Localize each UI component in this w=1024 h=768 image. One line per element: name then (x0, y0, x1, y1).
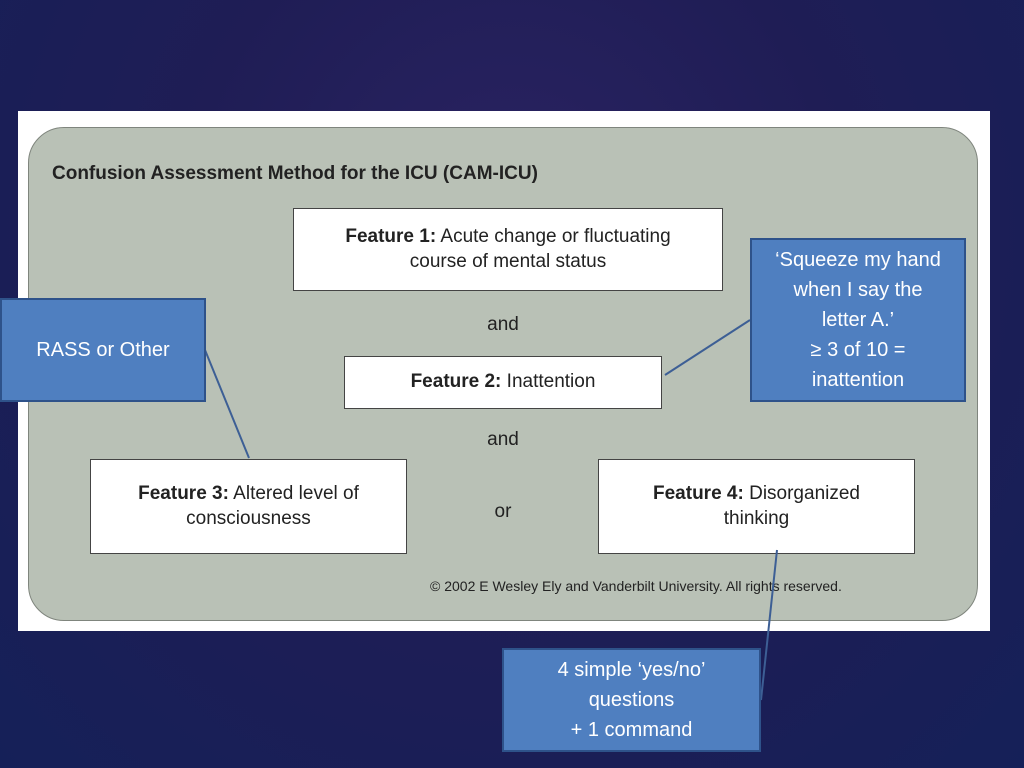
squeeze-line-1: ‘Squeeze my hand (775, 249, 941, 271)
squeeze-line-3: letter A.’ (821, 309, 895, 331)
feature-4-box: Feature 4: Disorganized thinking (598, 459, 915, 554)
connector-and-1: and (487, 314, 519, 335)
figure-title: Confusion Assessment Method for the ICU … (52, 163, 538, 184)
feature-2-box: Feature 2: Inattention (344, 356, 662, 409)
rass-callout-text: RASS or Other (36, 339, 170, 361)
feature-3-label: Feature 3: (138, 482, 229, 504)
squeeze-callout: ‘Squeeze my hand when I say the letter A… (750, 238, 966, 402)
feature-1-box: Feature 1: Acute change or fluctuating c… (293, 208, 723, 291)
questions-connector-line (760, 549, 778, 701)
feature-3-box: Feature 3: Altered level of consciousnes… (90, 459, 407, 554)
questions-line-3: + 1 command (570, 719, 693, 741)
feature-3-text-line1: Altered level of (233, 482, 359, 504)
squeeze-connector-line (664, 319, 751, 376)
feature-1-label: Feature 1: (345, 225, 437, 247)
questions-callout: 4 simple ‘yes/no’ questions + 1 command (502, 648, 761, 752)
questions-line-2: questions (588, 689, 675, 711)
feature-4-label: Feature 4: (653, 482, 744, 504)
feature-1-text-line1: Acute change or fluctuating (440, 225, 671, 247)
connector-and-2: and (487, 429, 519, 450)
feature-3-text-line2: consciousness (186, 507, 311, 529)
feature-1-text-line2: course of mental status (409, 250, 607, 272)
feature-4-text-line1: Disorganized (749, 482, 860, 504)
squeeze-line-2: when I say the (793, 279, 923, 301)
copyright-notice: © 2002 E Wesley Ely and Vanderbilt Unive… (430, 578, 842, 594)
squeeze-line-5: inattention (811, 369, 905, 391)
rass-connector-line (204, 349, 250, 459)
squeeze-line-4: ≥ 3 of 10 = (810, 339, 906, 361)
connector-or: or (494, 501, 512, 522)
feature-2-label: Feature 2: (410, 371, 502, 393)
questions-line-1: 4 simple ‘yes/no’ (557, 659, 706, 681)
feature-4-text-line2: thinking (723, 507, 790, 529)
feature-2-text: Inattention (506, 371, 596, 393)
rass-callout: RASS or Other (0, 298, 206, 402)
